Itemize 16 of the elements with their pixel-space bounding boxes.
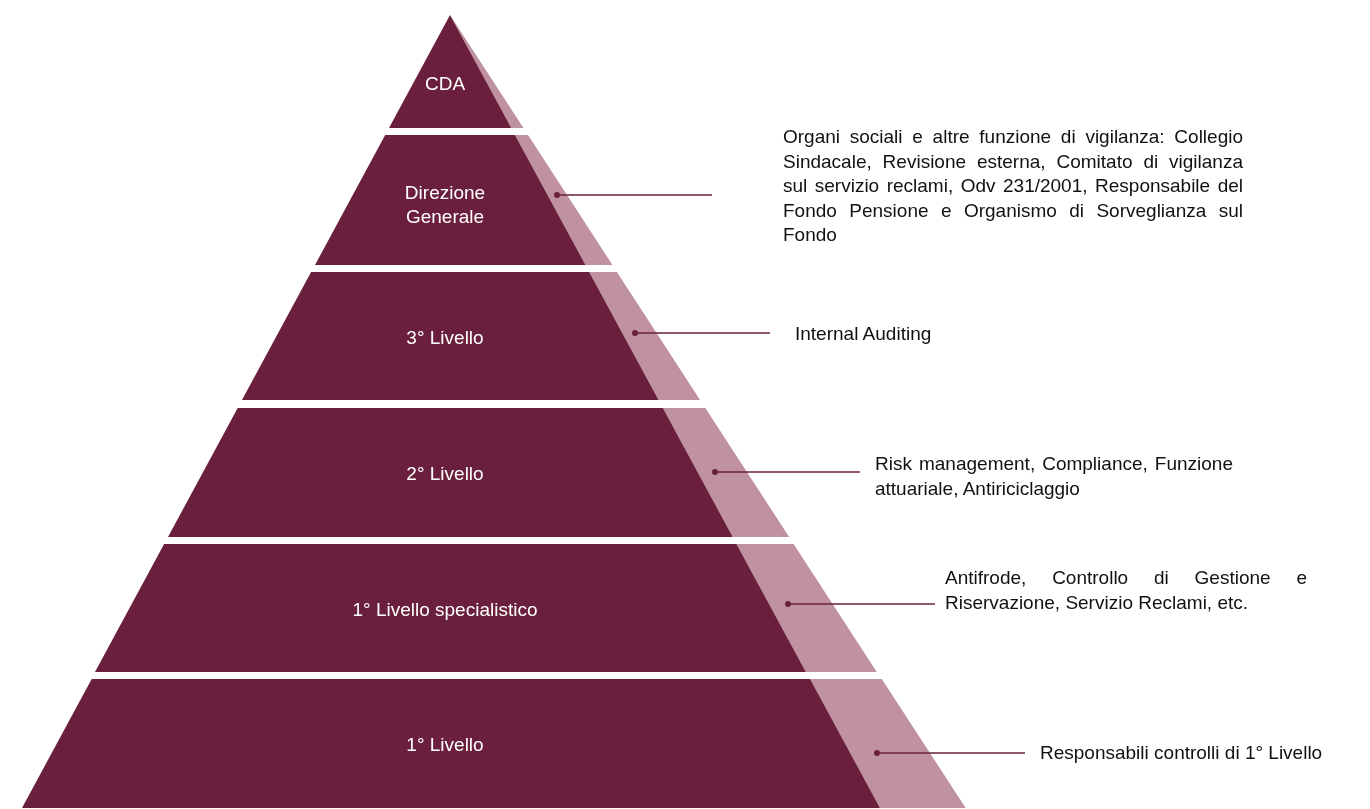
description-text: Organi sociali e altre funzione di vigilanza: Collegio Sindacale, Revisione esterna, Comitato di vigilanza sul servizio reclami, Odv 231/2001, Responsabile del Fondo Pensione e Organismo di Sorveglianza sul Fondo	[783, 125, 1243, 248]
description-text: Responsabili controlli di 1° Livello	[1040, 741, 1360, 766]
tier-label: CDA	[423, 72, 467, 96]
leader-line	[785, 601, 936, 607]
tier-label: 1° Livello specialistico	[351, 598, 539, 622]
description-text: Internal Auditing	[795, 322, 1015, 347]
tier-label: 1° Livello	[405, 733, 485, 757]
tier-label: 3° Livello	[405, 326, 485, 350]
leader-line	[554, 192, 713, 198]
leader-line	[712, 469, 861, 475]
leader-line	[632, 330, 771, 336]
description-text: Risk management, Compliance, Funzione attuariale, Antiriciclaggio	[875, 452, 1233, 501]
leader-line	[874, 750, 1026, 756]
tier-label: 2° Livello	[405, 462, 485, 486]
tier-label: Direzione Generale	[403, 181, 487, 229]
description-text: Antifrode, Controllo di Gestione e Riservazione, Servizio Reclami, etc.	[945, 566, 1307, 615]
